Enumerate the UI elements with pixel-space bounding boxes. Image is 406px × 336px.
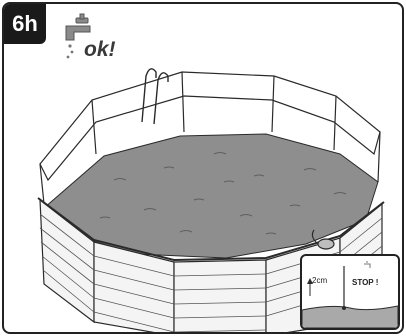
depth-label: 2cm: [312, 276, 327, 285]
water-level-diagram: [302, 256, 398, 328]
water-level-inset: 2cm STOP !: [300, 254, 400, 330]
small-tap-icon: [364, 262, 370, 268]
stop-label: STOP !: [352, 278, 378, 287]
ok-label: ok!: [84, 38, 116, 62]
instruction-panel: 6h: [2, 2, 404, 334]
